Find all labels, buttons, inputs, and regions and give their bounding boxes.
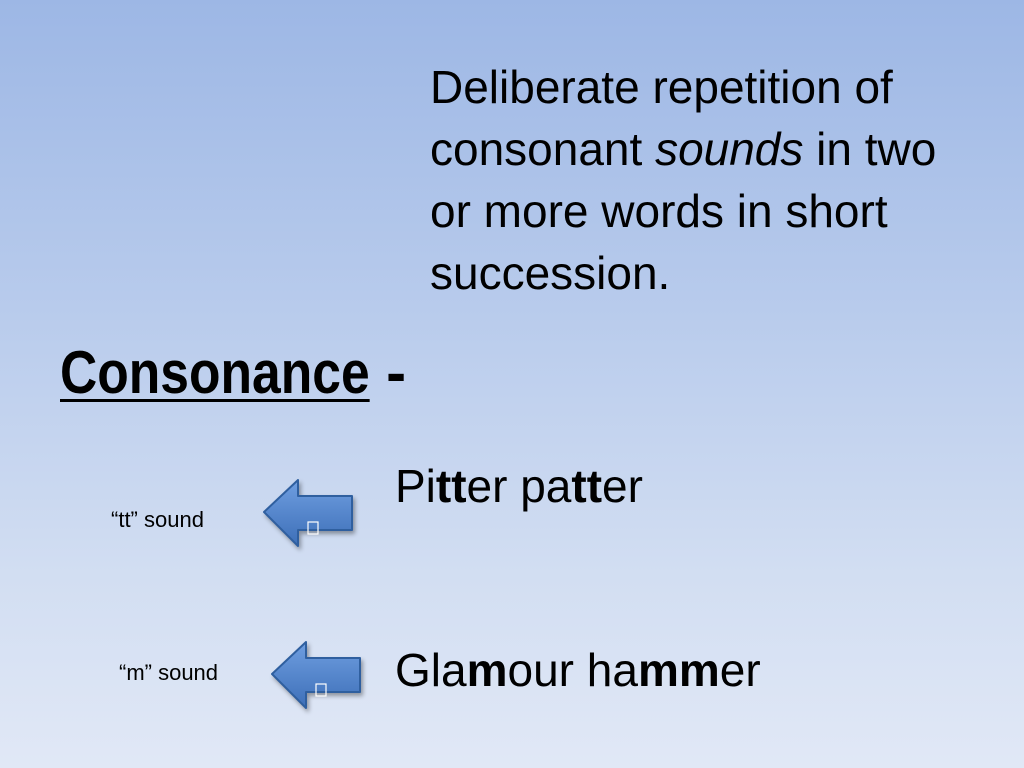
left-arrow-action-button-icon[interactable] xyxy=(268,640,364,712)
example-pitter-patter: Pitter patter xyxy=(395,459,643,513)
definition-line-4: succession. xyxy=(430,247,671,299)
example-highlight: mm xyxy=(637,644,720,696)
example-highlight: m xyxy=(466,644,508,696)
example-part: er xyxy=(602,460,643,512)
title-dash: - xyxy=(386,339,407,406)
example-part: Gla xyxy=(395,644,467,696)
definition-emphasis-sounds: sounds xyxy=(655,123,804,175)
m-sound-note: “m” sound xyxy=(119,660,219,685)
definition-line-2-pre: consonant xyxy=(430,123,656,175)
example-highlight: tt xyxy=(435,460,467,512)
left-arrow-action-button-icon[interactable] xyxy=(260,478,356,550)
example-part: our ha xyxy=(507,644,638,696)
definition-line-2-post: in two xyxy=(803,123,937,175)
example-part: Pi xyxy=(395,460,436,512)
example-highlight: tt xyxy=(571,460,603,512)
definition-line-2: consonant sounds in two xyxy=(430,118,1015,180)
example-part: er pa xyxy=(466,460,572,512)
definition-line-1: Deliberate repetition of xyxy=(430,61,893,113)
definition-text: Deliberate repetition of consonant sound… xyxy=(430,56,1015,304)
tt-sound-note: “tt” sound xyxy=(111,507,204,532)
example-part: er xyxy=(719,644,761,696)
slide-title: Consonance- xyxy=(60,336,406,410)
example-glamour-hammer: Glamour hammer xyxy=(395,643,761,697)
definition-line-3: or more words in short xyxy=(430,185,888,237)
title-word: Consonance xyxy=(60,339,370,406)
